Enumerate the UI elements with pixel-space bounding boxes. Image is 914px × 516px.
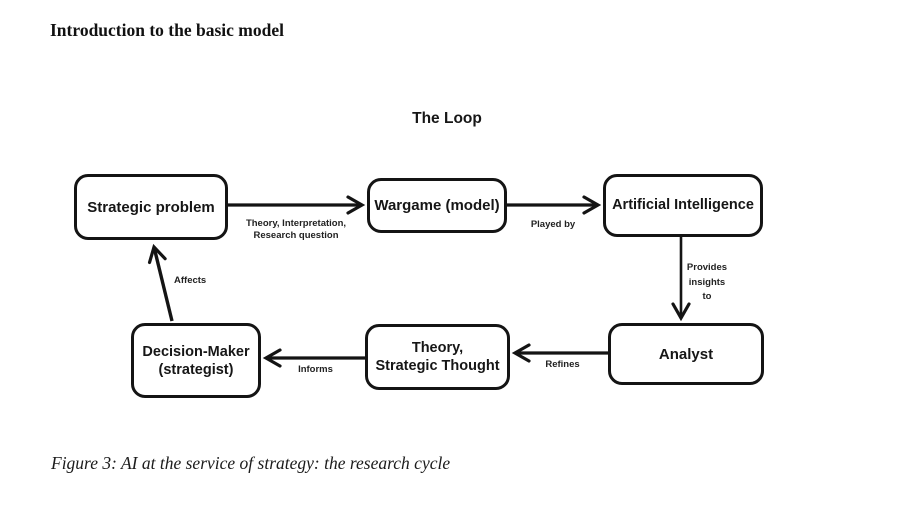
section-heading: Introduction to the basic model	[50, 20, 284, 40]
node-decision-maker-label-line1: Decision-Maker	[142, 343, 250, 360]
node-decision-maker-label-line2: (strategist)	[158, 361, 234, 378]
edge-label-played-by: Played by	[530, 219, 576, 230]
arrow-decision-maker-to-strategic-problem	[147, 243, 174, 322]
figure-caption: Figure 3: AI at the service of strategy:…	[51, 453, 451, 473]
edge-label-provides-line3: to	[702, 291, 712, 302]
node-analyst: Analyst	[608, 323, 764, 385]
node-artificial-intelligence: Artificial Intelligence	[603, 174, 763, 237]
node-analyst-label: Analyst	[658, 345, 714, 363]
node-strategic-problem: Strategic problem	[74, 174, 228, 240]
node-theory-label-line2: Strategic Thought	[375, 358, 500, 374]
node-theory-strategic-thought: Theory, Strategic Thought	[365, 324, 510, 390]
edge-label-theory-interpretation: Theory, Interpretation, Research questio…	[231, 218, 361, 242]
node-wargame-model-label: Wargame (model)	[374, 197, 500, 214]
diagram-title: The Loop	[412, 110, 482, 127]
node-artificial-intelligence-label: Artificial Intelligence	[612, 197, 754, 213]
edge-label-theory-interpretation-line2: Research question	[253, 230, 339, 241]
edge-label-informs: Informs	[298, 364, 333, 375]
edge-label-affects: Affects	[174, 275, 207, 286]
edge-label-theory-interpretation-line1: Theory, Interpretation,	[245, 218, 347, 229]
edge-label-refines: Refines	[545, 359, 580, 370]
edge-label-provides-line2: insights	[688, 276, 726, 288]
node-strategic-problem-label: Strategic problem	[87, 198, 215, 216]
node-decision-maker-strategist: Decision-Maker (strategist)	[131, 323, 261, 398]
edge-label-provides-line1: Provides	[686, 262, 728, 273]
edge-label-provides-insights-to: Provides insights to	[672, 261, 742, 305]
node-theory-label-line1: Theory,	[411, 340, 464, 356]
node-wargame-model: Wargame (model)	[367, 178, 507, 233]
